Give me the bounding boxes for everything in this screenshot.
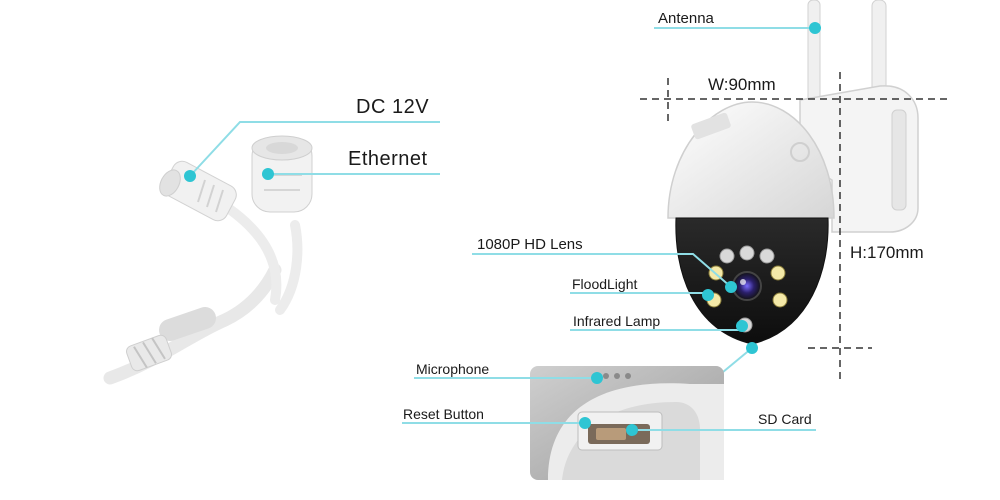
antenna-label: Antenna (658, 10, 714, 27)
width-dimension-label: W:90mm (708, 75, 776, 94)
camera-lens (732, 271, 762, 301)
microphone-leader-dot (591, 372, 603, 384)
lens-leader-dot (725, 281, 737, 293)
inset-leaders (402, 372, 816, 436)
height-dimension-label: H:170mm (850, 243, 924, 262)
infrared-lamp-label: Infrared Lamp (573, 313, 661, 329)
antenna-leader-dot (809, 22, 821, 34)
antenna-left (807, 0, 821, 113)
camera-assembly (667, 0, 919, 345)
cable-ferrule (126, 334, 172, 372)
sd-card-label: SD Card (758, 411, 812, 427)
cable-ethernet-branch (275, 220, 303, 315)
ethernet-leader-dot (262, 168, 274, 180)
cable-assembly (103, 135, 313, 385)
cable-dc-branch (223, 203, 282, 305)
dc-label: DC 12V (356, 96, 430, 118)
dc-leader-dot (184, 170, 196, 182)
sd-card-leader-dot (626, 424, 638, 436)
reset-button-label: Reset Button (403, 406, 484, 422)
wall-bracket (799, 85, 919, 233)
camera-leaders (472, 22, 821, 373)
dimension-markers (640, 72, 948, 380)
floodlight-label: FloodLight (572, 276, 638, 292)
cable-splitter (159, 307, 216, 341)
lens-label: 1080P HD Lens (477, 236, 583, 253)
dc-connector (159, 160, 237, 222)
ethernet-label: Ethernet (348, 148, 428, 170)
cable-leaders (184, 121, 440, 182)
lens-leader-line (472, 253, 732, 288)
dc-leader-line (189, 121, 440, 177)
microphone-label: Microphone (416, 361, 490, 377)
inset-leader-line (722, 347, 753, 373)
inset-leader-dot (746, 342, 758, 354)
reset-leader-dot (579, 417, 591, 429)
floodlight-leader-dot (702, 289, 714, 301)
infrared-leader-dot (736, 320, 748, 332)
